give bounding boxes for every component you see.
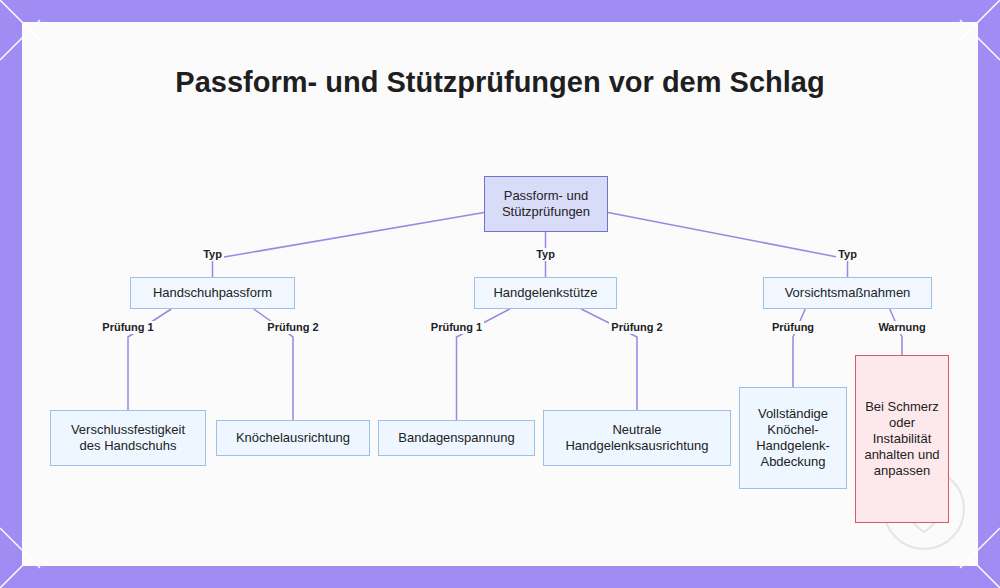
edge-label: Typ [201, 248, 224, 261]
edge-label: Typ [534, 248, 557, 261]
edge-label: Prüfung [770, 321, 816, 334]
node-text: Neutrale Handgelenksausrichtung [552, 422, 722, 454]
node-text: Bandagenspannung [398, 430, 514, 446]
edge-label: Prüfung 1 [100, 321, 155, 334]
check-box: Bandagenspannung [378, 420, 535, 456]
node-text: Vollständige Knöchel-Handgelenk-Abdeckun… [748, 406, 838, 470]
node-text: Verschlussfestigkeit des Handschuhs [59, 422, 197, 454]
node-text: Knöchelausrichtung [236, 430, 350, 446]
node-text: Vorsichtsmaßnahmen [785, 285, 911, 301]
node-text: Bei Schmerz oder Instabilität anhalten u… [864, 399, 940, 479]
connector [608, 212, 848, 277]
check-box: Knöchelausrichtung [216, 420, 370, 456]
node-text: Handschuhpassform [153, 285, 272, 301]
diagram-title: Passform- und Stützprüfungen vor dem Sch… [170, 62, 830, 102]
edge-label: Typ [836, 248, 859, 261]
category-box: Handgelenkstütze [474, 277, 617, 309]
edge-label: Prüfung 2 [609, 321, 664, 334]
warning-box: Bei Schmerz oder Instabilität anhalten u… [855, 355, 949, 523]
check-box: Verschlussfestigkeit des Handschuhs [50, 410, 206, 466]
edge-label: Prüfung 2 [265, 321, 320, 334]
category-box: Vorsichtsmaßnahmen [763, 277, 932, 309]
connector [213, 212, 485, 277]
check-box: Vollständige Knöchel-Handgelenk-Abdeckun… [739, 387, 847, 489]
edge-label: Prüfung 1 [429, 321, 484, 334]
node-text: Passform- und Stützprüfungen [493, 188, 599, 220]
edge-label: Warnung [876, 321, 927, 334]
node-text: Handgelenkstütze [493, 285, 597, 301]
category-box: Handschuhpassform [130, 277, 295, 309]
root-box: Passform- und Stützprüfungen [484, 176, 608, 232]
check-box: Neutrale Handgelenksausrichtung [543, 410, 731, 466]
